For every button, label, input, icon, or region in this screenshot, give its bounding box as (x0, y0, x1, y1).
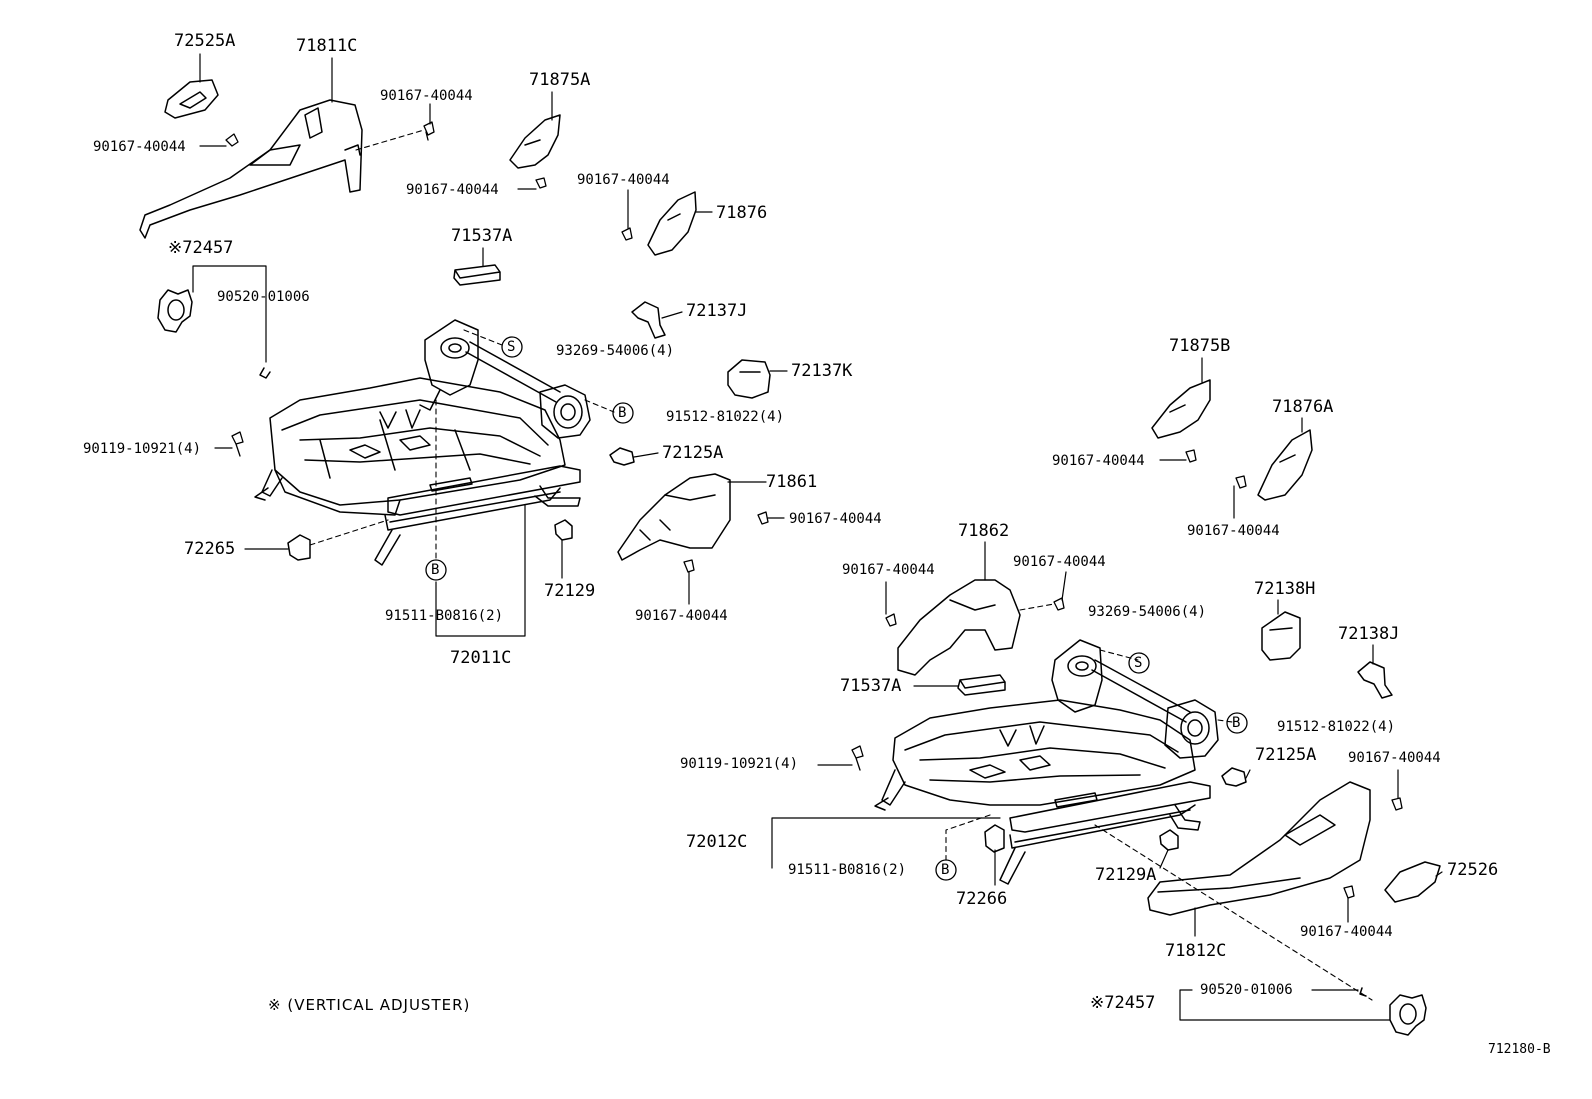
cover-71862 (897, 579, 1021, 676)
callout-93269-right: 93269-54006(4) (1088, 604, 1207, 620)
cover-71875B (1151, 379, 1211, 439)
callout-72457-left: ※72457 (168, 238, 234, 258)
callout-90119-left: 90119-10921(4) (83, 441, 202, 457)
callout-90167-h: 90167-40044 (1187, 523, 1280, 539)
footnote-vertical-adjuster: ※ (VERTICAL ADJUSTER) (268, 996, 471, 1014)
cover-71861 (617, 473, 731, 561)
callout-71537A-left: 71537A (451, 226, 513, 246)
right-adjuster-knob (1389, 994, 1427, 1036)
circle-markers (425, 336, 1248, 881)
callout-90520-left: 90520-01006 (217, 289, 310, 305)
pad-71537A-right (957, 674, 1006, 696)
clip-72129 (554, 519, 573, 541)
callout-90167-k: 90167-40044 (1348, 750, 1441, 766)
callout-91512-left: 91512-81022(4) (666, 409, 785, 425)
callout-72011C: 72011C (450, 648, 512, 668)
screws (225, 121, 1403, 899)
callout-90167-i: 90167-40044 (842, 562, 935, 578)
figure-code: 712180-B (1488, 1042, 1551, 1057)
callout-91512-right: 91512-81022(4) (1277, 719, 1396, 735)
callout-93269-left: 93269-54006(4) (556, 343, 675, 359)
callout-71811C: 71811C (296, 36, 358, 56)
callout-72457-right: ※72457 (1090, 993, 1156, 1013)
dashed-lines (309, 129, 1373, 1001)
callout-72526: 72526 (1447, 860, 1499, 880)
clip-72266 (984, 824, 1005, 853)
left-side-trim-71811C (139, 99, 363, 239)
callout-72138J: 72138J (1338, 624, 1400, 644)
callout-90167-l: 90167-40044 (1300, 924, 1393, 940)
callout-90167-g: 90167-40044 (1052, 453, 1145, 469)
callout-71862: 71862 (958, 521, 1010, 541)
callout-72012C: 72012C (686, 832, 748, 852)
callout-71876A: 71876A (1272, 397, 1334, 417)
marker-b-right-recliner: B (1232, 715, 1241, 731)
marker-b-right-rail: B (941, 862, 950, 878)
callout-91511-left: 91511-B0816(2) (385, 608, 504, 624)
callout-72125A-right: 72125A (1255, 745, 1317, 765)
leader-lines (192, 53, 1443, 1021)
marker-b-left-recliner: B (618, 405, 627, 421)
callout-72129A: 72129A (1095, 865, 1157, 885)
callout-72266: 72266 (956, 889, 1008, 909)
callout-71861: 71861 (766, 472, 818, 492)
right-seat-frame (874, 639, 1219, 885)
callout-71876: 71876 (716, 203, 768, 223)
callout-71875A: 71875A (529, 70, 591, 90)
marker-s-left: S (507, 339, 516, 355)
callout-90167-e: 90167-40044 (789, 511, 882, 527)
handle-72525A (164, 79, 219, 119)
callout-90167-a: 90167-40044 (380, 88, 473, 104)
left-seat-frame (254, 319, 591, 566)
callout-72137J: 72137J (686, 301, 748, 321)
callout-90520-right: 90520-01006 (1200, 982, 1293, 998)
callout-72525A: 72525A (174, 31, 236, 51)
left-adjuster-knob (157, 289, 193, 333)
pad-71537A-left (453, 264, 501, 286)
cover-71876 (647, 191, 697, 256)
callout-72265: 72265 (184, 539, 236, 559)
clip-72129A (1159, 829, 1179, 851)
callout-91511-right: 91511-B0816(2) (788, 862, 907, 878)
bracket-72138J (1357, 661, 1393, 699)
clip-72125A-right (1221, 767, 1247, 787)
callout-72129: 72129 (544, 581, 596, 601)
handle-72526 (1384, 861, 1441, 903)
callout-90167-b: 90167-40044 (93, 139, 186, 155)
clip-72125A-left (609, 447, 635, 466)
cover-72138H (1261, 611, 1301, 661)
marker-s-right: S (1134, 655, 1143, 671)
clip-90520-left (259, 367, 271, 379)
cover-71875A (509, 114, 561, 169)
cover-72137K (727, 359, 771, 399)
callout-90167-d: 90167-40044 (577, 172, 670, 188)
callout-90167-c: 90167-40044 (406, 182, 499, 198)
right-side-trim-71812C (1147, 781, 1371, 916)
bracket-72137J (631, 301, 666, 339)
marker-b-left-rail: B (431, 562, 440, 578)
callout-71875B: 71875B (1169, 336, 1231, 356)
callout-71812C: 71812C (1165, 941, 1227, 961)
callout-72125A-left: 72125A (662, 443, 724, 463)
callout-90167-f: 90167-40044 (635, 608, 728, 624)
callout-72137K: 72137K (791, 361, 853, 381)
cover-71876A (1257, 429, 1313, 501)
callout-71537A-right: 71537A (840, 676, 902, 696)
clip-72265 (287, 534, 311, 561)
callout-90119-right: 90119-10921(4) (680, 756, 799, 772)
callout-72138H: 72138H (1254, 579, 1316, 599)
callout-90167-j: 90167-40044 (1013, 554, 1106, 570)
